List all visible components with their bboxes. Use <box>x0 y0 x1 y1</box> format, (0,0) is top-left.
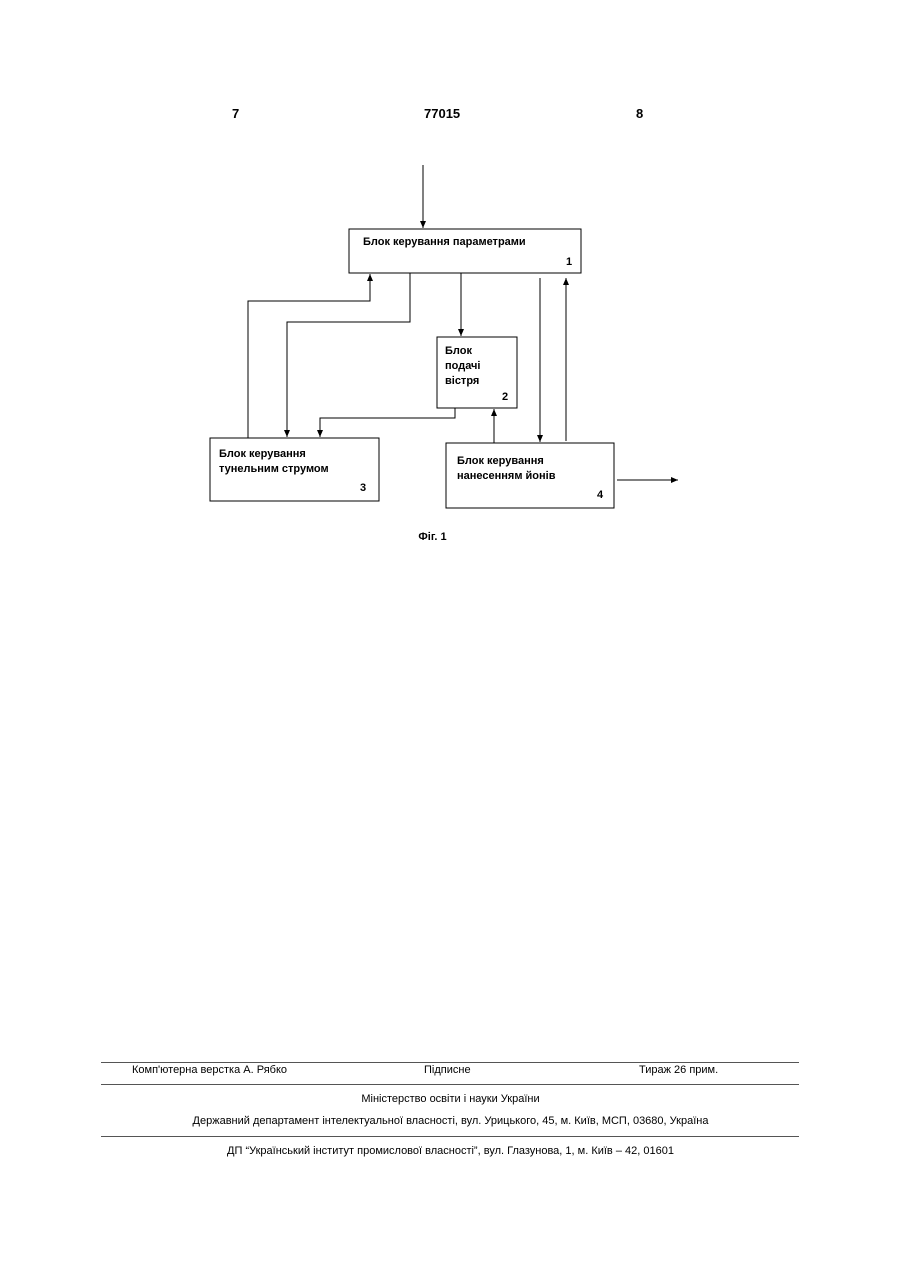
footer-signed: Підписне <box>424 1064 471 1076</box>
figure-caption: Фіг. 1 <box>0 531 865 543</box>
arrow-1-to-3 <box>287 273 410 437</box>
footer-rule-top <box>101 1062 799 1063</box>
arrow-2-to-3 <box>320 408 455 437</box>
footer-institute: ДП “Український інститут промислової вла… <box>0 1145 901 1157</box>
arrow-3-to-1 <box>248 274 370 438</box>
footer-rule-bottom <box>101 1136 799 1137</box>
footer-circulation: Тираж 26 прим. <box>639 1064 718 1076</box>
footer-layout-credit: Комп'ютерна верстка А. Рябко <box>132 1064 287 1076</box>
block-1-label: Блок керування параметрами <box>363 235 526 250</box>
block-diagram <box>0 0 901 600</box>
block-1-number: 1 <box>566 256 572 268</box>
block-4-number: 4 <box>597 489 603 501</box>
footer-rule-middle <box>101 1084 799 1085</box>
block-4-label: Блок керування нанесенням йонів <box>457 454 555 484</box>
block-2-number: 2 <box>502 391 508 403</box>
block-3-label: Блок керування тунельним струмом <box>219 447 329 477</box>
block-3-number: 3 <box>360 482 366 494</box>
footer-ministry: Міністерство освіти і науки України <box>0 1093 901 1105</box>
footer-department: Державний департамент інтелектуальної вл… <box>0 1115 901 1127</box>
block-2-label: Блок подачі вістря <box>445 344 481 389</box>
